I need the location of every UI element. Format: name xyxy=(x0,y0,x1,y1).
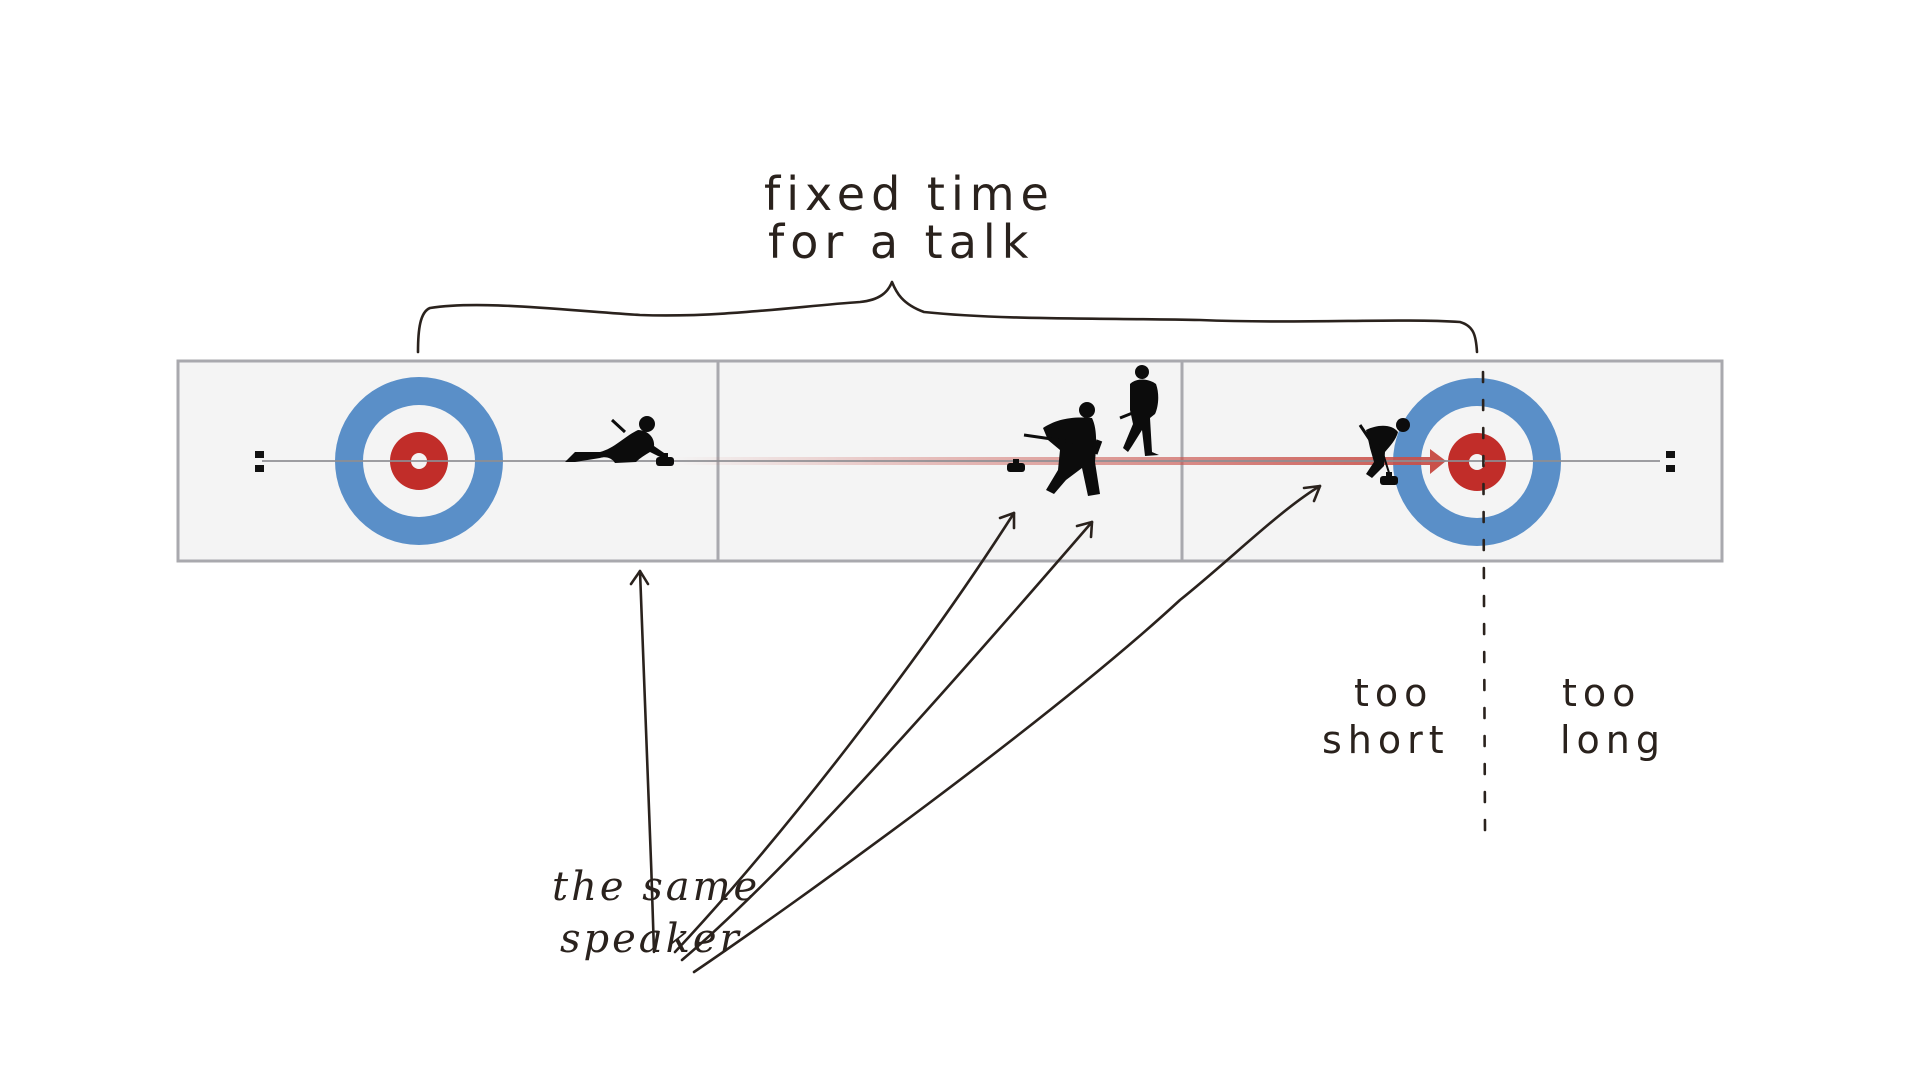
sweeper-with-broom xyxy=(1023,402,1103,496)
arrow-to-walker xyxy=(680,520,1094,962)
walking-curler xyxy=(1119,365,1159,456)
hack-right xyxy=(1666,451,1675,472)
too-short-line-2: short xyxy=(1322,718,1450,762)
title-line-1: fixed time xyxy=(764,167,1055,221)
sweeper-at-house xyxy=(1358,418,1410,478)
too-long-line-2: long xyxy=(1560,718,1666,762)
speaker-label-line-2: speaker xyxy=(560,916,742,962)
curler-delivering xyxy=(565,416,667,463)
too-short-line-1: too xyxy=(1354,671,1433,715)
arrowhead-3 xyxy=(1075,520,1094,539)
curling-sheet xyxy=(176,359,1724,563)
arrowhead-4 xyxy=(1302,484,1322,503)
target-boundary-line xyxy=(1481,370,1487,832)
arrow-to-delivering xyxy=(638,569,656,954)
arrow-to-sweeper xyxy=(673,511,1016,954)
hack-left xyxy=(255,451,264,472)
arrow-to-house-sweeper xyxy=(692,484,1322,974)
speaker-label-line-1: the same xyxy=(552,864,760,910)
arrowhead-2 xyxy=(998,511,1016,530)
time-brace xyxy=(416,280,1479,354)
title-line-2: for a talk xyxy=(768,215,1034,269)
stone-2 xyxy=(1007,459,1025,472)
too-long-line-1: too xyxy=(1562,671,1641,715)
speaker-arrows xyxy=(629,484,1322,974)
arrowhead-1 xyxy=(629,569,650,586)
